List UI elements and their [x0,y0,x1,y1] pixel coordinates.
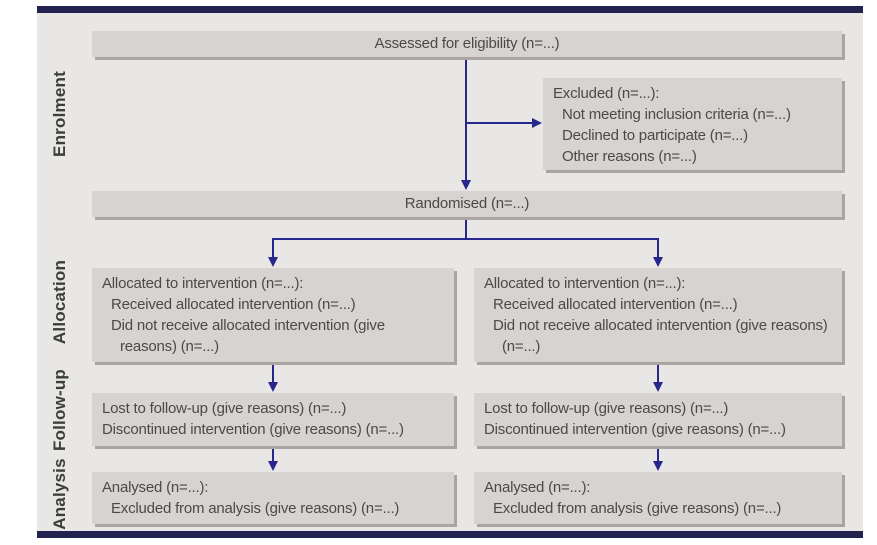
analysed-title: Analysed (n=...): [102,479,209,496]
excluded-reason: Not meeting inclusion criteria (n=...) [562,106,791,123]
stage-label-allocation: Allocation [50,259,69,345]
stage-label-analysis: Analysis [50,458,69,530]
box-allocated-left: Allocated to intervention (n=...): Recei… [92,268,454,362]
allocated-title: Allocated to intervention (n=...): [102,275,304,292]
analysed-item: Excluded from analysis (give reasons) (n… [493,500,782,517]
followup-item: Lost to follow-up (give reasons) (n=...) [102,400,347,417]
allocated-title: Allocated to intervention (n=...): [484,275,686,292]
analysed-item: Excluded from analysis (give reasons) (n… [111,500,400,517]
analysed-title: Analysed (n=...): [484,479,591,496]
stage-label-enrolment: Enrolment [50,71,69,157]
box-analysed-left: Analysed (n=...): Excluded from analysis… [92,472,454,524]
figure-top-rule [37,6,863,13]
excluded-reason: Declined to participate (n=...) [562,127,748,144]
assessed-text: Assessed for eligibility (n=...) [374,35,560,52]
excluded-title: Excluded (n=...): [553,85,660,102]
allocated-item: Received allocated intervention (n=...) [493,296,738,313]
box-randomised: Randomised (n=...) [92,191,842,217]
excluded-reason: Other reasons (n=...) [562,148,697,165]
box-followup-right: Lost to follow-up (give reasons) (n=...)… [474,393,842,446]
stage-label-followup: Follow-up [50,368,69,452]
allocated-item: Did not receive allocated intervention (… [111,317,385,355]
box-assessed-eligibility: Assessed for eligibility (n=...) [92,31,842,57]
box-excluded: Excluded (n=...): Not meeting inclusion … [543,78,842,170]
followup-item: Discontinued intervention (give reasons)… [484,421,786,438]
figure-bottom-rule [37,531,863,538]
box-allocated-right: Allocated to intervention (n=...): Recei… [474,268,842,362]
followup-item: Lost to follow-up (give reasons) (n=...) [484,400,729,417]
followup-item: Discontinued intervention (give reasons)… [102,421,404,438]
box-analysed-right: Analysed (n=...): Excluded from analysis… [474,472,842,524]
box-followup-left: Lost to follow-up (give reasons) (n=...)… [92,393,454,446]
randomised-text: Randomised (n=...) [404,195,530,212]
allocated-item: Received allocated intervention (n=...) [111,296,356,313]
allocated-item: Did not receive allocated intervention (… [493,317,828,355]
